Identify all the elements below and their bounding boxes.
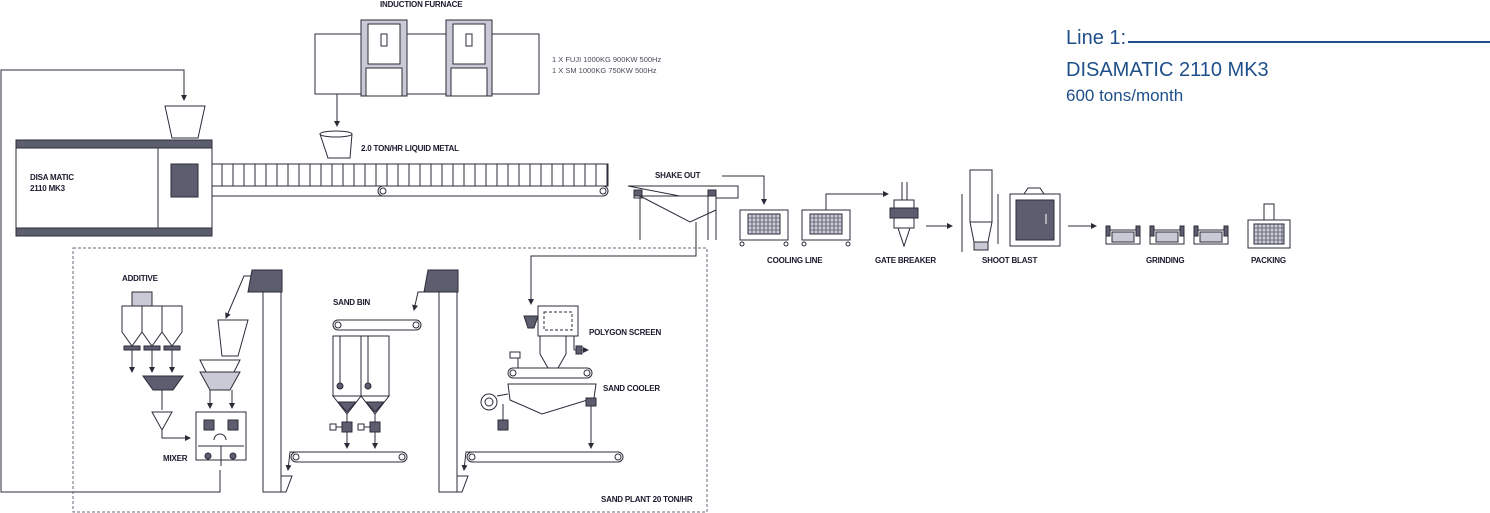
shoot-blast: SHOOT BLAST xyxy=(961,169,1097,265)
shake-out-label: SHAKE OUT xyxy=(655,171,701,180)
furnace-unit-1-ladle-icon xyxy=(380,33,388,47)
grinding-label: GRINDING xyxy=(1146,256,1184,265)
polygon-screen xyxy=(537,305,579,337)
gate-breaker-head xyxy=(889,207,919,219)
sand-plant-boundary xyxy=(72,247,708,513)
furnace-label: INDUCTION FURNACE xyxy=(380,0,463,9)
furnace-unit-2-base xyxy=(450,67,488,97)
gate-breaker-label: GATE BREAKER xyxy=(875,256,936,265)
ladle-icon xyxy=(319,133,353,159)
cooling-line: COOLING LINE xyxy=(739,191,889,265)
mould-conveyor xyxy=(211,163,609,197)
gate-breaker: GATE BREAKER xyxy=(875,182,953,265)
grinder-2 xyxy=(1149,225,1185,245)
shake-out: SHAKE OUT xyxy=(528,171,767,305)
sand-plant-label: SAND PLANT 20 TON/HR xyxy=(601,495,693,504)
line-title: Line 1: xyxy=(1066,27,1126,49)
grinding: GRINDING xyxy=(1105,225,1229,265)
bucket-elevator-2 xyxy=(412,269,469,493)
packing-label: PACKING xyxy=(1251,256,1286,265)
furnace-housing xyxy=(314,33,540,95)
sand-bin-belt xyxy=(332,319,422,331)
ladle: 2.0 TON/HR LIQUID METAL xyxy=(319,130,459,159)
title-block: Line 1: DISAMATIC 2110 MK3 600 tons/mont… xyxy=(1066,27,1490,105)
cooling-belt xyxy=(377,185,609,197)
additive-weigher xyxy=(142,375,184,391)
disamatic-label-2: 2110 MK3 xyxy=(30,184,66,193)
additive-label: ADDITIVE xyxy=(122,274,159,283)
sand-return-line xyxy=(0,69,221,493)
furnace-spec-1: 1 X FUJI 1000KG 900KW 500Hz xyxy=(552,55,661,64)
disamatic-bottom-band xyxy=(15,227,213,237)
grinder-1 xyxy=(1105,225,1141,245)
furnace-unit-2-ladle-icon xyxy=(465,33,473,47)
sand-cooler-body xyxy=(507,383,597,415)
sand-cooler-label: SAND COOLER xyxy=(603,384,660,393)
furnace-spec-2: 1 X SM 1000KG 750KW 500Hz xyxy=(552,66,657,75)
shoot-blast-label: SHOOT BLAST xyxy=(982,256,1037,265)
liquid-metal-label: 2.0 TON/HR LIQUID METAL xyxy=(361,144,459,153)
capacity-text: 600 tons/month xyxy=(1066,86,1183,105)
sand-hopper-icon xyxy=(164,105,206,139)
shoot-blast-tower xyxy=(969,169,993,223)
gate-breaker-tool-icon xyxy=(897,227,911,248)
disamatic-label-1: DISA MATIC xyxy=(30,173,74,182)
additive-silo-1 xyxy=(121,305,143,347)
disamatic-machine: DISA MATIC 2110 MK3 xyxy=(15,105,213,237)
grinder-3 xyxy=(1193,225,1229,245)
mould-string xyxy=(211,163,609,187)
additive-silo-3 xyxy=(161,305,183,347)
packing: PACKING xyxy=(1247,203,1291,265)
shake-out-sand-line xyxy=(528,222,697,305)
sand-cooler-unit: POLYGON SCREEN SAND COOLER xyxy=(480,305,662,449)
polygon-screen-label: POLYGON SCREEN xyxy=(589,328,661,337)
induction-furnace: INDUCTION FURNACE 1 X FUJI 1000KG 900KW … xyxy=(314,0,661,127)
mixer-blade-icon xyxy=(213,433,227,441)
additive-unit: ADDITIVE xyxy=(121,274,191,441)
sand-bin-unit: SAND BIN xyxy=(329,298,422,449)
bottom-belt-2 xyxy=(461,451,624,471)
shake-out-to-cooling-arrow xyxy=(722,175,767,205)
additive-silo-2 xyxy=(141,305,163,347)
shake-out-screen xyxy=(639,195,717,223)
furnace-unit-1-base xyxy=(365,67,403,97)
bottom-belt-1 xyxy=(285,451,408,471)
sand-bin-label: SAND BIN xyxy=(333,298,370,307)
disamatic-top-band xyxy=(15,139,213,149)
cooling-line-label: COOLING LINE xyxy=(767,256,823,265)
disamatic-panel xyxy=(170,163,199,198)
machine-title: DISAMATIC 2110 MK3 xyxy=(1066,59,1269,81)
bucket-elevator-1 xyxy=(247,269,293,493)
mixer-label: MIXER xyxy=(163,454,188,463)
mixer-feed-hopper xyxy=(217,319,249,357)
